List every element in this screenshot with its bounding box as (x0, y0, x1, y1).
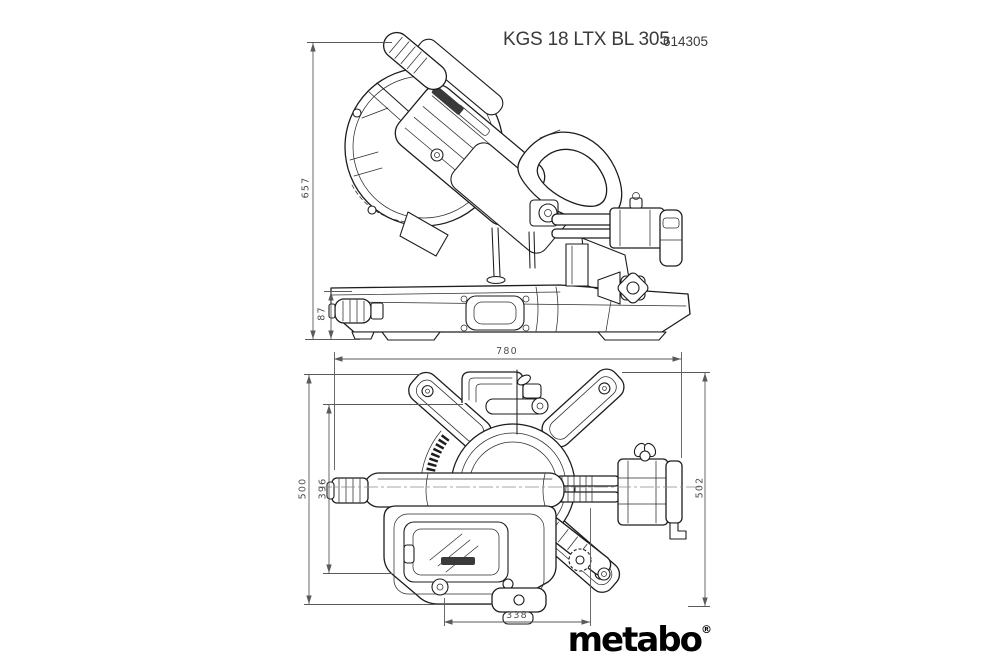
dim-base-length-label: 338 (506, 610, 528, 621)
registered-trademark-icon: ® (701, 623, 712, 636)
wing-screw (633, 442, 657, 462)
rail-end-stop (659, 209, 683, 267)
front-clamp (491, 587, 547, 625)
dim-base-length-338 (444, 508, 591, 626)
fence-top (461, 369, 549, 435)
rail-carriage (609, 207, 665, 249)
pivot-joint (529, 199, 559, 227)
rail-end-block (617, 458, 669, 526)
foot-right (597, 331, 667, 341)
dim-overall-depth-label: 500 (297, 477, 309, 500)
dim-inner-depth-396 (323, 404, 463, 574)
table-clamp-knob (328, 298, 384, 324)
motor-housing (394, 84, 570, 257)
star-lock-knob (587, 271, 649, 305)
dim-right-depth-label: 502 (694, 476, 706, 499)
saw-arm-top (326, 472, 565, 508)
top-view (318, 368, 702, 625)
dim-overall-height-657 (305, 42, 392, 340)
battery-pack (403, 521, 509, 583)
slide-rails-side (551, 192, 683, 267)
page-title: KGS 18 LTX BL 305 (503, 29, 670, 50)
dim-base-height-label: 87 (316, 306, 328, 321)
leg-upper-left (408, 371, 492, 451)
side-view (328, 31, 691, 341)
dimension-annotations (304, 42, 710, 626)
dim-base-height-87 (324, 291, 352, 339)
dim-overall-depth-500 (304, 374, 492, 605)
carry-handle (382, 31, 504, 116)
leg-upper-right (541, 368, 625, 448)
metabo-logo: metabo® (500, 620, 712, 660)
arm-clamp-end (326, 477, 369, 504)
dim-overall-length-label: 780 (496, 346, 518, 357)
dim-overall-length-780 (334, 352, 682, 470)
hanging-hook (669, 522, 687, 540)
battery-label (441, 557, 475, 565)
foot-left (381, 331, 441, 341)
depth-stop-posts (486, 227, 536, 285)
article-number: 614305 (663, 34, 709, 49)
dim-overall-height-label: 657 (300, 176, 312, 199)
dim-right-depth-502 (622, 372, 710, 607)
dim-inner-depth-label: 396 (317, 477, 329, 500)
battery-housing (383, 505, 557, 605)
slide-rails-top (555, 442, 687, 540)
fence-side (565, 243, 589, 287)
metabo-logo-text: metabo (567, 620, 703, 660)
